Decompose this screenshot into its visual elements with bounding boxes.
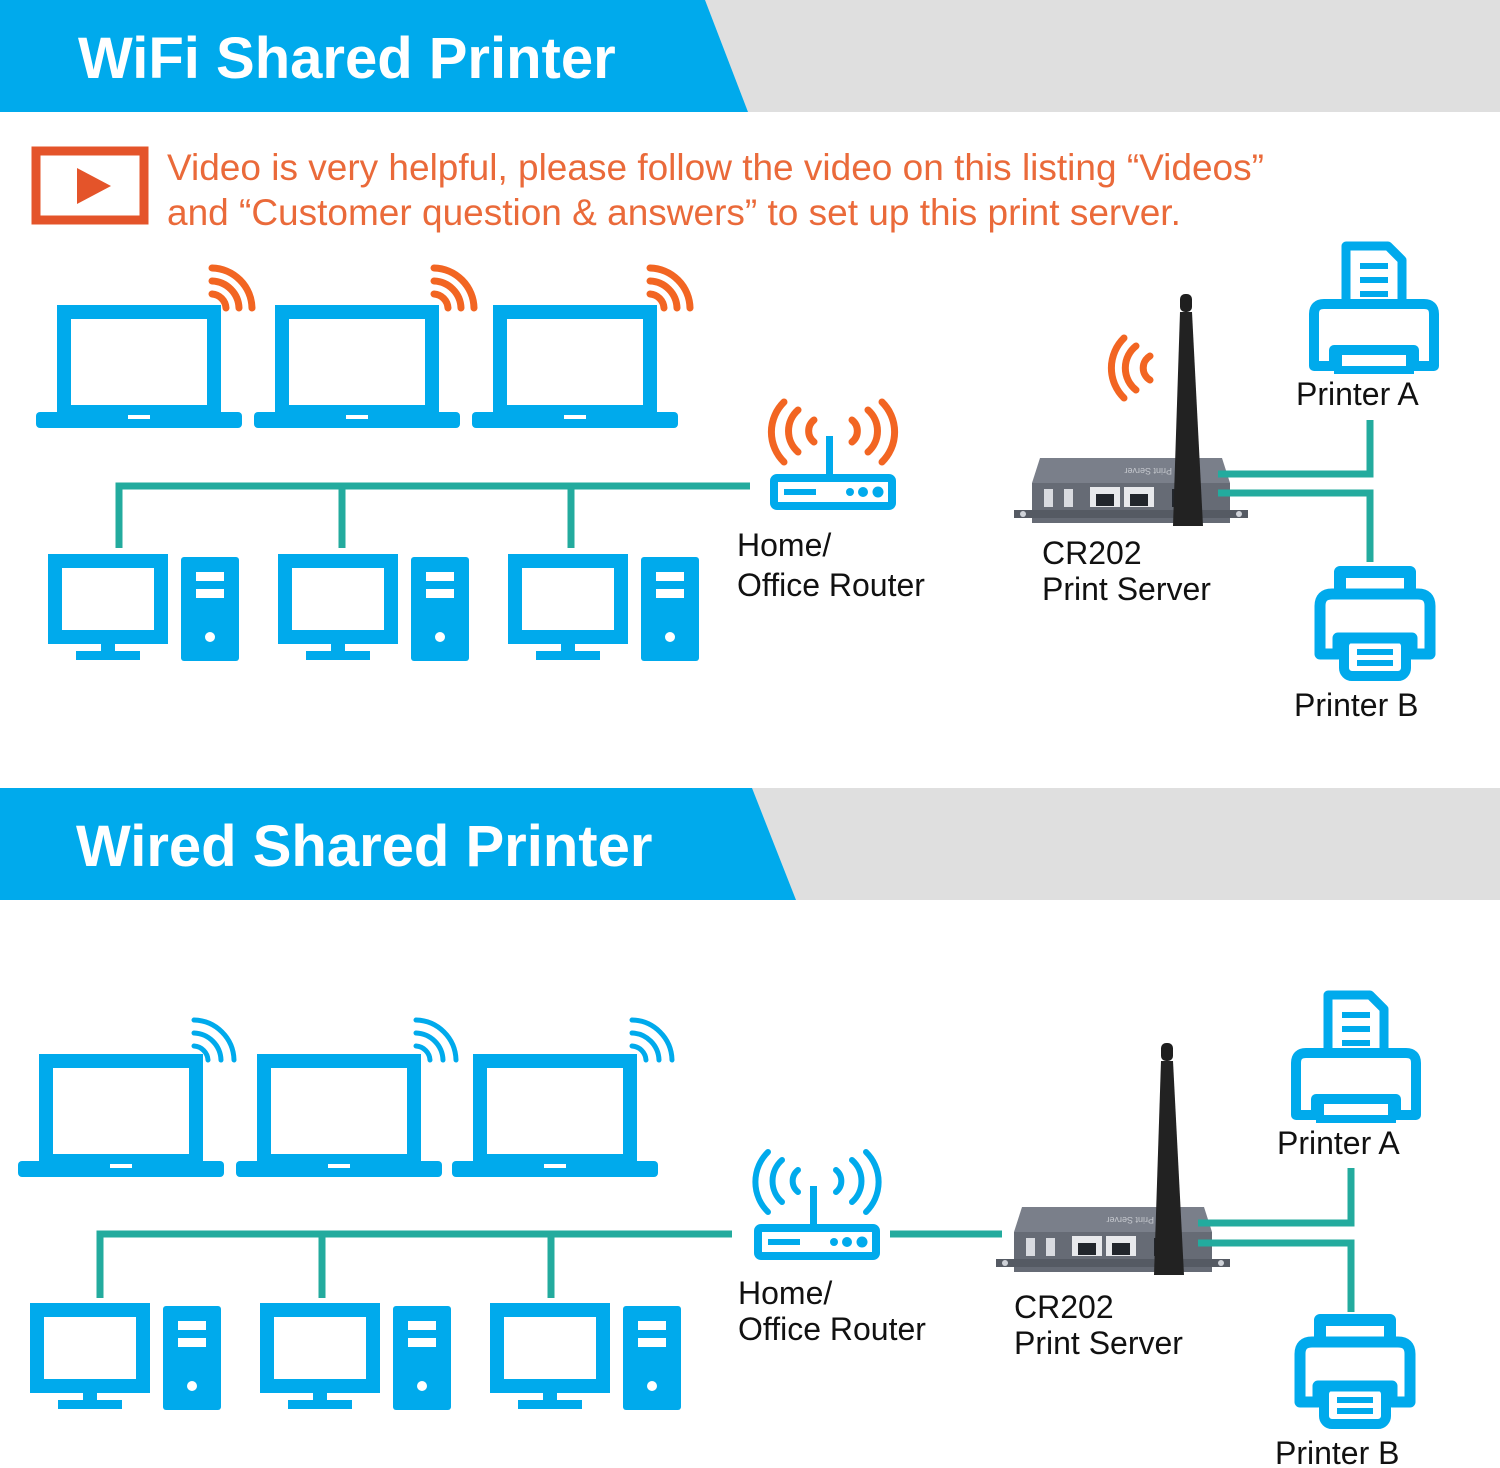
desktop-computer-icon bbox=[497, 1306, 681, 1410]
laptop-icon bbox=[452, 1061, 658, 1177]
play-video-icon bbox=[31, 146, 149, 225]
print-server-label-line2: Print Server bbox=[1042, 571, 1211, 607]
router-label-line2: Office Router bbox=[738, 1311, 926, 1347]
banner-accent bbox=[0, 0, 748, 112]
printer-b-label: Printer B bbox=[1275, 1435, 1399, 1468]
laptop-icon bbox=[472, 312, 678, 428]
printer-a-label: Printer A bbox=[1296, 376, 1419, 412]
printer-a-icon bbox=[1296, 995, 1416, 1119]
print-server-icon bbox=[1014, 294, 1248, 526]
lan-cable bbox=[115, 482, 750, 548]
wifi-signal-icon bbox=[416, 1020, 456, 1060]
printer-a-icon bbox=[1314, 246, 1434, 370]
section-wired: Wired Shared Printer bbox=[0, 788, 1500, 1468]
wifi-signal-icon bbox=[632, 1020, 672, 1060]
printer-cable bbox=[1198, 1168, 1355, 1312]
wifi-signal-icon bbox=[434, 268, 474, 308]
desktop-computer-icon bbox=[37, 1306, 221, 1410]
printer-cable bbox=[1218, 420, 1374, 562]
desktop-computer-icon bbox=[55, 557, 239, 661]
print-server-label-line1: CR202 bbox=[1042, 535, 1142, 571]
print-server-label-line1: CR202 bbox=[1014, 1289, 1114, 1325]
desktop-computer-icon bbox=[515, 557, 699, 661]
laptop-icon bbox=[254, 312, 460, 428]
video-note-line1: Video is very helpful, please follow the… bbox=[167, 147, 1264, 188]
printer-a-label: Printer A bbox=[1277, 1125, 1400, 1161]
router-label-line1: Home/ bbox=[737, 527, 831, 563]
lan-cable bbox=[96, 1230, 1002, 1298]
section-title: Wired Shared Printer bbox=[76, 814, 652, 879]
banner-accent bbox=[0, 788, 796, 900]
router-label-line1: Home/ bbox=[738, 1275, 832, 1311]
router-wifi-signal-icon bbox=[752, 1149, 882, 1215]
router-icon bbox=[752, 1149, 882, 1256]
printer-b-label: Printer B bbox=[1294, 687, 1418, 723]
section-title: WiFi Shared Printer bbox=[78, 26, 616, 91]
section-wifi: WiFi Shared Printer Video is very helpfu… bbox=[0, 0, 1500, 723]
print-server-icon bbox=[996, 1043, 1230, 1275]
laptop-icon bbox=[36, 312, 242, 428]
router-wifi-signal-icon bbox=[767, 398, 899, 466]
wifi-signal-icon bbox=[650, 268, 690, 308]
desktop-computer-icon bbox=[285, 557, 469, 661]
laptop-icon bbox=[18, 1061, 224, 1177]
laptop-icon bbox=[236, 1061, 442, 1177]
video-note-line2: and “Customer question & answers” to set… bbox=[167, 192, 1181, 233]
wifi-signal-icon bbox=[212, 268, 252, 308]
desktop-computer-icon bbox=[267, 1306, 451, 1410]
print-server-wifi-signal-icon bbox=[1107, 334, 1154, 402]
router-icon bbox=[767, 398, 899, 506]
router-label-line2: Office Router bbox=[737, 567, 925, 603]
printer-b-icon bbox=[1320, 572, 1430, 676]
printer-b-icon bbox=[1300, 1320, 1410, 1424]
print-server-label-line2: Print Server bbox=[1014, 1325, 1183, 1361]
